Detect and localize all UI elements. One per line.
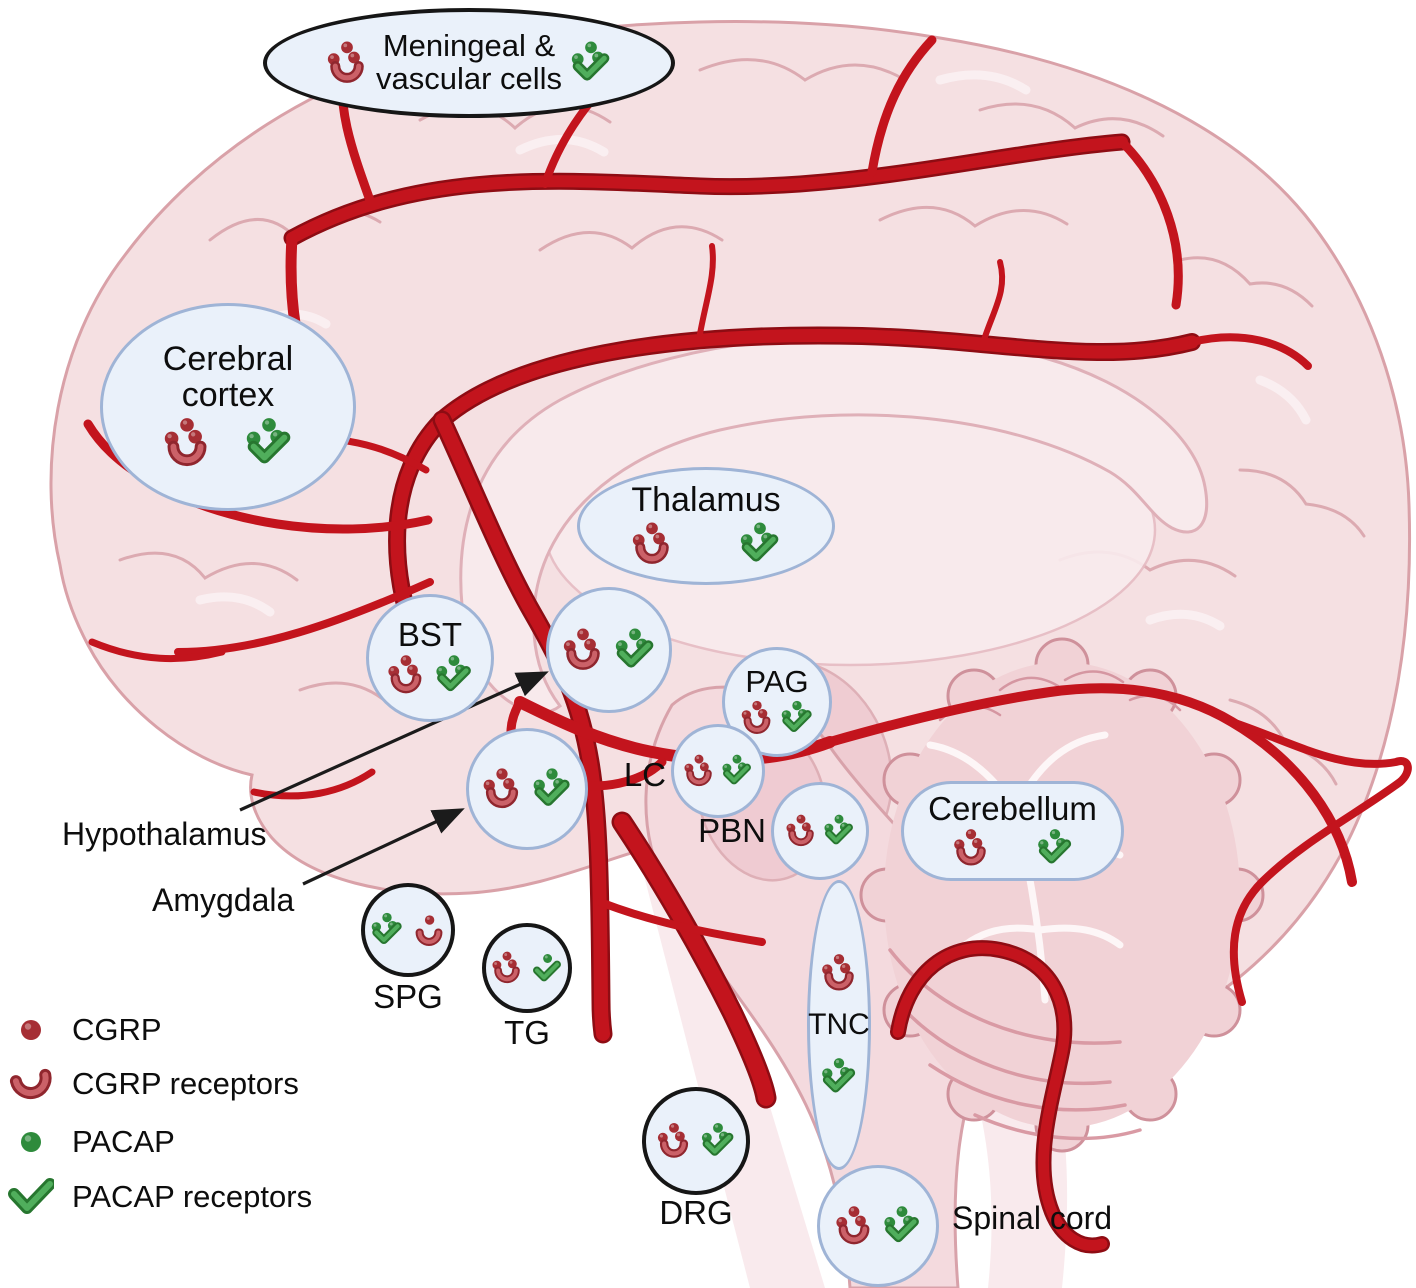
cgrp-receptor-icon <box>9 1068 52 1099</box>
cgrp-markers-icon <box>741 701 771 735</box>
pacap-markers-icon <box>822 1057 856 1093</box>
cgrp-markers-icon <box>563 628 600 670</box>
legend-item-pacap: PACAP <box>8 1122 175 1162</box>
pacap-markers-icon <box>533 954 561 982</box>
pacap-markers-icon <box>615 628 654 668</box>
pacap-markers-icon <box>781 701 812 733</box>
cgrp-markers-icon <box>836 1206 870 1245</box>
cgrp-markers-icon <box>492 951 520 984</box>
region-bubble-thalamus: Thalamus <box>577 467 835 585</box>
cgrp-markers-icon <box>684 754 712 787</box>
pacap-markers-icon <box>246 417 291 464</box>
arteries-group <box>83 21 1412 1254</box>
region-label-thalamus: Thalamus <box>631 481 781 520</box>
region-bubble-spg <box>361 883 455 977</box>
region-label-pbn: PBN <box>698 812 766 849</box>
pacap-receptor-icon <box>8 1178 54 1214</box>
region-bubble-hypothalamus <box>546 587 672 713</box>
pacap-dot-icon <box>21 1132 41 1152</box>
pacap-markers-icon <box>371 912 402 945</box>
region-label-lc: LC <box>623 756 666 793</box>
legend-label-pacap-receptors: PACAP receptors <box>72 1179 313 1214</box>
region-label-tg: TG <box>504 1014 550 1051</box>
region-bubble-meningeal-vascular-cells: Meningeal & vascular cells <box>263 8 675 118</box>
cgrp-markers-icon <box>415 915 443 946</box>
region-bubble-drg <box>642 1087 750 1195</box>
pacap-markers-icon <box>571 41 610 81</box>
legend-label-cgrp-receptors: CGRP receptors <box>72 1066 299 1101</box>
region-label-pag: PAG <box>745 663 809 699</box>
region-label-meningeal-vascular-cells: Meningeal & vascular cells <box>375 28 563 96</box>
region-bubble-cerebral-cortex: Cerebral cortex <box>100 303 356 511</box>
pacap-markers-icon <box>436 655 471 692</box>
hypothalamus-pointer-arrow <box>239 671 549 812</box>
cgrp-markers-icon <box>657 1122 689 1158</box>
cgrp-dot-icon <box>21 1020 41 1040</box>
region-label-cerebellum: Cerebellum <box>928 789 1097 827</box>
legend-label-cgrp: CGRP <box>72 1012 162 1047</box>
region-label-cerebral-cortex: Cerebral cortex <box>162 340 294 414</box>
pacap-markers-icon <box>701 1122 734 1156</box>
region-bubble-pbn <box>771 782 869 880</box>
region-bubble-bst: BST <box>366 594 494 722</box>
legend-item-cgrp-receptors: CGRP receptors <box>8 1064 299 1104</box>
region-label-tnc: TNC <box>808 1008 870 1042</box>
pacap-markers-icon <box>740 522 779 562</box>
cgrp-markers-icon <box>822 954 854 991</box>
cgrp-markers-icon <box>483 768 519 809</box>
cgrp-markers-icon <box>388 655 422 694</box>
region-bubble-lc <box>671 724 765 818</box>
amygdala-pointer-arrow <box>302 808 465 886</box>
region-label-drg: DRG <box>659 1194 733 1231</box>
hypothalamus-pointer-label: Hypothalamus <box>62 816 267 852</box>
region-label-spg: SPG <box>373 978 443 1015</box>
legend-item-cgrp: CGRP <box>8 1010 162 1050</box>
cgrp-markers-icon <box>953 829 986 866</box>
cgrp-markers-icon <box>632 522 669 564</box>
region-bubble-spinal-cord <box>817 1165 939 1287</box>
cgrp-markers-icon <box>164 417 207 466</box>
legend-label-pacap: PACAP <box>72 1124 175 1159</box>
region-bubble-cerebellum: Cerebellum <box>901 781 1124 881</box>
pacap-markers-icon <box>824 814 853 845</box>
legend-item-pacap-receptors: PACAP receptors <box>8 1177 312 1217</box>
pacap-markers-icon <box>1037 829 1071 864</box>
region-bubble-tnc: TNC <box>807 880 871 1170</box>
region-bubble-tg <box>482 923 572 1013</box>
cgrp-markers-icon <box>327 41 364 83</box>
cgrp-markers-icon <box>786 814 814 847</box>
amygdala-pointer-label: Amygdala <box>152 882 295 918</box>
pacap-markers-icon <box>722 754 751 785</box>
pacap-markers-icon <box>533 768 570 806</box>
region-label-spinal-cord: Spinal cord <box>952 1200 1113 1236</box>
pacap-markers-icon <box>884 1206 919 1243</box>
region-label-bst: BST <box>397 615 463 653</box>
region-bubble-amygdala <box>466 728 588 850</box>
